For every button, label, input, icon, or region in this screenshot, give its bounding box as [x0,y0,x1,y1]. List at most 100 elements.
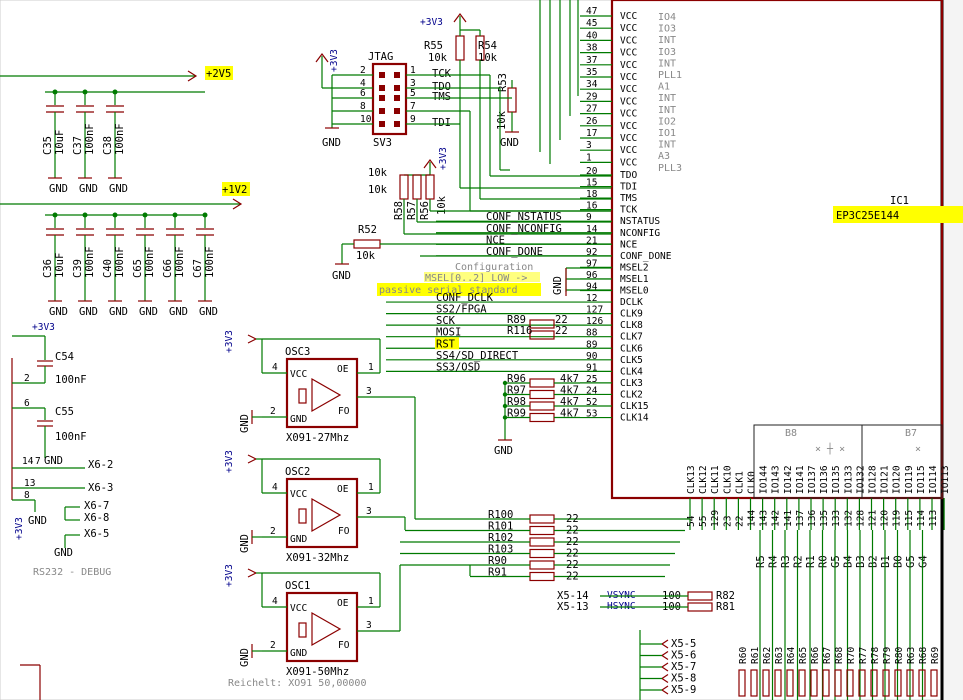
oscillators: OSC3VCCGNDOEFO4213X091-27Mhz+3V3GNDOSC2V… [224,330,400,678]
osc-vcc-pin: VCC [290,489,307,500]
vcc-bank-label: INT [658,140,676,151]
clk-res-val: 22 [566,559,579,571]
ic-pin-num: 126 [586,316,603,327]
nc-mark-2: × [915,444,921,455]
ic-pin-num: 9 [586,212,592,223]
osc-gnd-pin: GND [290,414,307,425]
bottom-pin-num: 55 [698,516,709,527]
r52-gnd: GND [332,270,351,282]
vcc-pin-num: 34 [586,79,598,90]
osc-oe-pin: OE [337,484,349,495]
ic-pin-net: SS4/SD_DIRECT [436,350,519,362]
jtag-pullups: +3V3 R55 10k R54 10k R53 10k GND [420,13,612,212]
x5-pin: X5-7 [671,661,696,673]
ic-pin-num: 91 [586,362,598,373]
bottom-res-ref: R77 [858,647,869,664]
msel-gnd: GND [552,276,564,295]
sync-net: X5-14 [557,590,589,602]
cap-ref: C40 [102,259,114,278]
clk-res-val: 22 [566,536,579,548]
bottom-pin-name: IO132 [855,465,866,494]
cfg-3v3-label: +3V3 [438,147,449,170]
cap-val: 10uF [54,253,66,278]
vcc-bank-label: IO3 [658,24,676,35]
c54-val: 100nF [55,374,87,386]
vcc-bank-label: INT [658,58,676,69]
r52-ref: R52 [358,224,377,236]
ic-pin-name: TMS [620,193,637,204]
bottom-pin-num: 113 [928,510,939,527]
osc-vcc-pin: VCC [290,603,307,614]
bottom-pin-num: 136 [807,510,818,527]
bottom-pin-num: 135 [819,510,830,527]
bottom-pin-num: 114 [916,510,927,527]
ser-res-val: 22 [555,314,568,326]
bottom-pin-name: IO137 [807,465,818,494]
vcc-bank-label: IO3 [658,47,676,58]
bottom-pin-num: 143 [759,510,770,527]
vcc-bank-label: A1 [658,82,670,93]
c55-val: 100nF [55,431,87,443]
bottom-res-ref: R67 [822,647,833,664]
ic-pin-name: CLK5 [620,355,643,366]
bottom-pin-name: CLK1 [734,471,745,494]
bottom-pin-name: CLK0 [747,471,758,494]
vcc-pin-name: VCC [620,48,637,59]
bottom-pin-name: IO141 [795,465,806,494]
sync-ref: R81 [716,601,735,613]
jtag-gnd: GND [322,137,341,149]
clk-res-ref: R103 [488,544,513,556]
cap-val: 100nF [204,246,216,278]
config-pullups: +3V3 10k 10k 10k R58 R57 R56 [368,147,612,235]
rs232-title: RS232 - DEBUG [33,567,111,578]
vcc-pin-name: VCC [620,84,637,95]
r57-ref: R57 [406,201,418,220]
rail-2v5-label: +2V5 [206,68,231,80]
bottom-res-ref: R62 [762,647,773,664]
osc-label: X091-27Mhz [286,432,349,444]
bottom-pin-num: 120 [880,510,891,527]
r53-ref: R53 [497,73,509,92]
rs-pin-8: 8 [24,490,30,501]
bottom-res-ref: R69 [930,647,941,664]
osc-gnd-pin: GND [290,534,307,545]
r53-val: 10k [496,110,508,130]
osc-pin-2: 2 [270,640,276,651]
jtag-pin-left: 8 [360,101,366,112]
ic-pin-num: 97 [586,258,597,269]
r54-ref: R54 [478,40,497,52]
osc-pin-4: 4 [272,596,278,607]
jtag-pin-right: 7 [410,101,416,112]
bottom-net: B0 [893,555,905,568]
cap-gnd: GND [169,306,188,318]
bottom-pin-num: 144 [747,510,758,527]
bottom-pin-name: IO144 [759,465,770,494]
osc-ref: OSC1 [285,580,310,592]
vcc-pin-name: VCC [620,60,637,71]
cap-gnd: GND [109,183,128,195]
jtag-pin-right: 9 [410,114,416,125]
ic-pin-num: 18 [586,189,598,200]
ser-res-ref: R116 [507,325,532,337]
config-note-2: MSEL[0..2] LOW -> [425,273,527,284]
osc-fo-pin: FO [338,526,350,537]
vcc-pin-num: 40 [586,30,598,41]
ser-res-ref: R89 [507,314,526,326]
ic-pin-name: MSEL0 [620,286,649,297]
ic-pin-net: RST [436,338,456,350]
pd-res-ref: R97 [507,385,526,397]
bottom-pin-name: IO136 [819,465,830,494]
cap-ref: C38 [102,136,114,155]
x5-pin: X5-5 [671,638,696,650]
r55-ref: R55 [424,40,443,52]
ic-pin-num: 94 [586,282,598,293]
osc-pin-2: 2 [270,406,276,417]
ic-part: EP3C25E144 [836,210,899,222]
bottom-pin-name: IO114 [928,465,939,494]
cap-gnd: GND [199,306,218,318]
jtag-pin-left: 6 [360,88,366,99]
